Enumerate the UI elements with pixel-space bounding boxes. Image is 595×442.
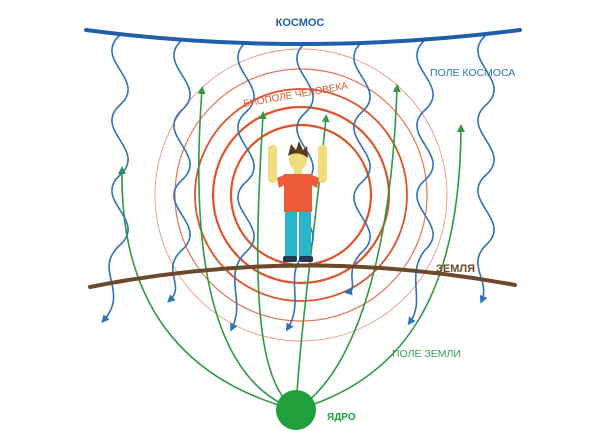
earth-label: ЗЕМЛЯ <box>436 263 475 275</box>
earth-ground-arc <box>88 263 517 289</box>
cosmos-wave-arrow <box>101 34 129 324</box>
earth-field-line <box>295 84 401 411</box>
earth-field-line <box>256 111 297 411</box>
cosmos-boundary-arc <box>84 28 522 46</box>
biofield-ring <box>194 88 408 302</box>
biofield-ring <box>174 68 428 322</box>
cosmos-wave-arrow <box>477 34 495 304</box>
core-label: ЯДРО <box>327 412 356 423</box>
biofield-label: БИОПОЛЕ ЧЕЛОВЕКА <box>243 81 350 110</box>
earth-field-label: ПОЛЕ ЗЕМЛИ <box>392 348 461 360</box>
cosmos-wave-arrow <box>407 39 434 326</box>
earth-field-line <box>295 124 465 411</box>
cosmos-field-label: ПОЛЕ КОСМОСА <box>430 67 515 79</box>
earth-field-line <box>117 166 297 411</box>
cosmos-wave-arrow <box>167 39 191 303</box>
core-circle-icon <box>276 390 316 430</box>
earth-field-line <box>197 86 297 411</box>
cosmos-wave-arrow <box>230 41 255 332</box>
earth-field-lines <box>117 84 465 411</box>
person-figure-icon <box>268 141 327 262</box>
cosmos-wave-arrow <box>344 41 371 296</box>
cosmos-label: КОСМОС <box>276 17 325 29</box>
